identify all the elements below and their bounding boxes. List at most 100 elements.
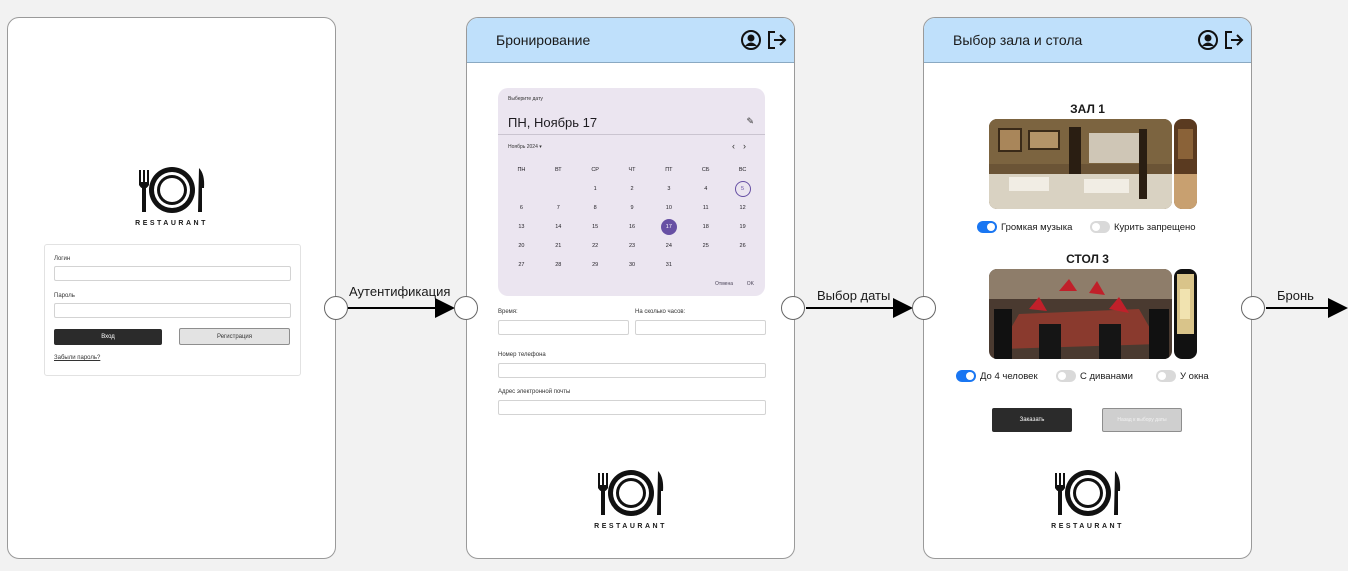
calendar-day[interactable]: 2 bbox=[630, 185, 634, 192]
time-input[interactable] bbox=[498, 320, 629, 335]
toggle-switch[interactable] bbox=[1090, 221, 1110, 233]
calendar-day[interactable]: 29 bbox=[592, 261, 599, 268]
calendar-day[interactable]: 8 bbox=[593, 204, 597, 211]
calendar-day[interactable]: 10 bbox=[665, 204, 672, 211]
calendar-day[interactable]: 19 bbox=[739, 223, 746, 230]
hall-option-music[interactable]: Громкая музыка bbox=[977, 221, 1072, 233]
divider bbox=[498, 134, 765, 135]
calendar-day[interactable]: 4 bbox=[704, 185, 708, 192]
calendar-day[interactable]: 11 bbox=[702, 204, 709, 211]
weekday-header: СБ bbox=[701, 166, 710, 173]
calendar-day[interactable]: 17 bbox=[650, 217, 687, 236]
calendar-day[interactable]: 16 bbox=[628, 223, 636, 230]
table-option-window[interactable]: У окна bbox=[1156, 370, 1209, 382]
calendar-day[interactable]: 12 bbox=[739, 204, 746, 211]
page-title: Выбор зала и стола bbox=[953, 32, 1083, 48]
password-label: Пароль bbox=[54, 293, 75, 299]
logout-icon[interactable] bbox=[1223, 29, 1245, 51]
month-label: Ноябрь 2024 bbox=[508, 144, 538, 150]
calendar-day[interactable]: 23 bbox=[628, 242, 636, 249]
calendar-day[interactable]: 14 bbox=[555, 223, 562, 230]
edge-label-booking: Бронь bbox=[1277, 288, 1314, 303]
weekday-header: ПТ bbox=[665, 166, 673, 173]
toggle-switch[interactable] bbox=[1056, 370, 1076, 382]
chevron-right-icon[interactable]: › bbox=[743, 141, 754, 151]
calendar-day[interactable]: 21 bbox=[555, 242, 562, 249]
calendar-day[interactable]: 9 bbox=[630, 204, 634, 211]
calendar-day[interactable]: 20 bbox=[518, 242, 525, 249]
toggle-switch[interactable] bbox=[956, 370, 976, 382]
back-to-date-button[interactable]: Назад к выбору даты bbox=[1102, 408, 1182, 432]
chevron-left-icon[interactable]: ‹ bbox=[732, 141, 743, 151]
hall-table-screen: Выбор зала и стола ЗАЛ 1 bbox=[923, 17, 1252, 559]
calendar-day[interactable]: 25 bbox=[702, 242, 709, 249]
edit-pencil-icon[interactable]: ✎ bbox=[746, 116, 754, 126]
login-label: Логин bbox=[54, 256, 71, 262]
connector-node[interactable] bbox=[324, 296, 348, 320]
calendar-day[interactable]: 13 bbox=[518, 223, 525, 230]
connector-node[interactable] bbox=[454, 296, 478, 320]
table-photo-image bbox=[989, 269, 1172, 359]
calendar-day[interactable]: 3 bbox=[667, 185, 671, 192]
ok-button[interactable]: OK bbox=[746, 281, 754, 287]
hours-input[interactable] bbox=[635, 320, 766, 335]
logo-wordmark: RESTAURANT bbox=[1051, 523, 1124, 530]
hall-option-no-smoking[interactable]: Курить запрещено bbox=[1090, 221, 1196, 233]
order-button[interactable]: Заказать bbox=[992, 408, 1072, 432]
login-button[interactable]: Вход bbox=[54, 329, 162, 345]
table-option-sofas[interactable]: С диванами bbox=[1056, 370, 1133, 382]
toggle-switch[interactable] bbox=[1156, 370, 1176, 382]
toggle-switch[interactable] bbox=[977, 221, 997, 233]
register-button[interactable]: Регистрация bbox=[179, 328, 290, 345]
restaurant-logo: RESTAURANT bbox=[1051, 469, 1125, 530]
toggle-label: С диванами bbox=[1080, 370, 1133, 382]
calendar-day[interactable]: 27 bbox=[518, 261, 525, 268]
connector-node[interactable] bbox=[1241, 296, 1265, 320]
weekday-header: ВТ bbox=[554, 166, 562, 173]
app-bar: Выбор зала и стола bbox=[924, 18, 1251, 63]
phone-label: Номер телефона bbox=[498, 352, 546, 358]
weekday-header: ПН bbox=[517, 166, 526, 173]
email-input[interactable] bbox=[498, 400, 766, 415]
forgot-password-link[interactable]: Забыли пароль? bbox=[54, 355, 101, 361]
calendar-day[interactable]: 31 bbox=[665, 261, 672, 268]
time-label: Время: bbox=[498, 309, 518, 315]
password-input[interactable] bbox=[54, 303, 291, 318]
calendar-day[interactable]: 26 bbox=[739, 242, 746, 249]
booking-screen: Бронирование Выберите дату ПН, Ноябрь 17… bbox=[466, 17, 795, 559]
calendar-day[interactable]: 7 bbox=[556, 204, 560, 211]
date-picker: Выберите дату ПН, Ноябрь 17 ✎ Ноябрь 202… bbox=[498, 88, 765, 296]
cancel-button[interactable]: Отмена bbox=[715, 281, 733, 287]
hall-photo[interactable] bbox=[989, 119, 1172, 209]
calendar-day[interactable]: 1 bbox=[593, 185, 597, 192]
restaurant-logo: RESTAURANT bbox=[594, 469, 668, 530]
toggle-label: Курить запрещено bbox=[1114, 221, 1196, 233]
hours-label: На сколько часов: bbox=[635, 309, 686, 315]
table-title: СТОЛ 3 bbox=[1066, 252, 1109, 266]
weekday-header: ВС bbox=[738, 166, 747, 173]
table-photo-next[interactable] bbox=[1174, 269, 1197, 359]
table-option-capacity[interactable]: До 4 человек bbox=[956, 370, 1038, 382]
calendar-day[interactable]: 18 bbox=[702, 223, 709, 230]
hall-photo-next[interactable] bbox=[1174, 119, 1197, 209]
calendar-day[interactable]: 22 bbox=[592, 242, 599, 249]
month-selector[interactable]: Ноябрь 2024 ▾ bbox=[508, 144, 542, 150]
connector-node[interactable] bbox=[781, 296, 805, 320]
account-icon[interactable] bbox=[1197, 29, 1219, 51]
login-input[interactable] bbox=[54, 266, 291, 281]
weekday-header: ЧТ bbox=[628, 166, 636, 173]
account-icon[interactable] bbox=[740, 29, 762, 51]
logout-icon[interactable] bbox=[766, 29, 788, 51]
edge-label-auth: Аутентификация bbox=[349, 284, 451, 299]
calendar-day[interactable]: 28 bbox=[555, 261, 562, 268]
calendar-day[interactable]: 6 bbox=[519, 204, 523, 211]
calendar-day[interactable]: 30 bbox=[628, 261, 636, 268]
calendar-day[interactable]: 5 bbox=[724, 179, 761, 198]
calendar-day[interactable]: 15 bbox=[592, 223, 599, 230]
connector-node[interactable] bbox=[912, 296, 936, 320]
table-photo[interactable] bbox=[989, 269, 1172, 359]
phone-input[interactable] bbox=[498, 363, 766, 378]
calendar-day[interactable]: 24 bbox=[665, 242, 672, 249]
